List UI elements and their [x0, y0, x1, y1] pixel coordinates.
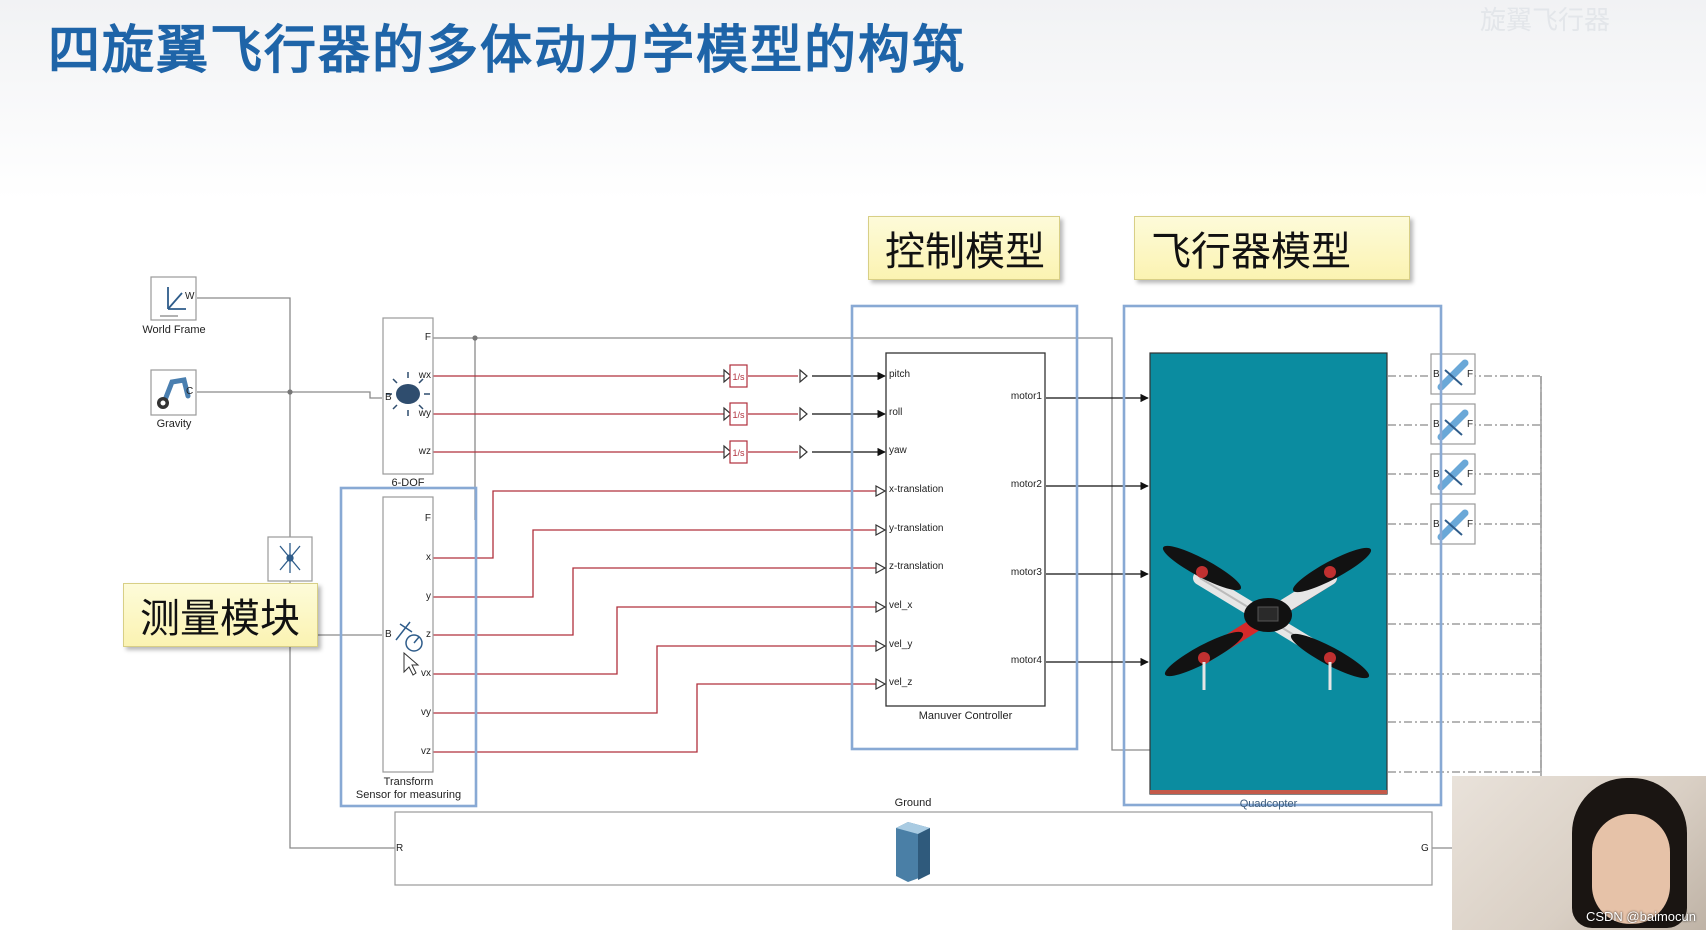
sensor-port: vy: [421, 707, 431, 718]
quadcopter-label: Quadcopter: [1239, 798, 1298, 810]
svg-text:1/s: 1/s: [732, 372, 745, 382]
quadcopter-drone-image: [1162, 545, 1372, 690]
frame-transform-icon: [279, 543, 301, 573]
world-frame-label: World Frame: [142, 324, 206, 336]
thrust-port-b: B: [1433, 469, 1440, 480]
controller-output-port: motor3: [1010, 567, 1042, 578]
thrust-port-f: F: [1467, 419, 1474, 430]
integrator-block[interactable]: 1/s: [729, 364, 748, 388]
gravity-block[interactable]: [150, 369, 197, 416]
goto-tags: [723, 368, 808, 460]
world-frame-block[interactable]: [150, 276, 197, 321]
six-dof-port: F: [424, 332, 431, 343]
integrator-block[interactable]: 1/s: [729, 440, 748, 464]
webcam-face: [1592, 814, 1670, 924]
svg-text:1/s: 1/s: [732, 448, 745, 458]
thrust-port-b: B: [1433, 419, 1440, 430]
control-model-callout: 控制模型: [868, 216, 1060, 280]
controller-input-port: yaw: [889, 445, 907, 456]
controller-input-port: vel_y: [889, 639, 913, 650]
frame-transform-block[interactable]: [267, 536, 313, 582]
measurement-module-callout: 测量模块: [123, 583, 318, 647]
aircraft-model-label: 飞行器模型: [1151, 229, 1351, 275]
six-dof-label: 6-DOF: [391, 477, 425, 489]
mouse-cursor-icon: [403, 651, 420, 676]
sensor-dial-icon: [395, 621, 423, 652]
measurement-module-label: 测量模块: [140, 596, 300, 642]
control-model-label: 控制模型: [885, 229, 1045, 275]
ground-block[interactable]: [394, 811, 1433, 886]
six-dof-port: wx: [418, 370, 431, 381]
sensor-port: y: [426, 591, 431, 602]
transform-sensor-block[interactable]: [382, 496, 434, 773]
six-dof-port: wz: [418, 446, 431, 457]
controller-input-port: pitch: [889, 369, 911, 380]
ground-block-icon: [896, 822, 930, 882]
thrust-port-b: B: [1433, 519, 1440, 530]
quadcopter-block[interactable]: [1149, 352, 1388, 795]
controller-input-port: y-translation: [889, 523, 944, 534]
six-dof-block[interactable]: [382, 317, 434, 475]
aircraft-model-callout: 飞行器模型: [1134, 216, 1410, 280]
junction-dot: [472, 335, 478, 341]
controller-input-port: roll: [889, 407, 903, 418]
thrust-block[interactable]: [1430, 353, 1476, 395]
ground-port-r: R: [396, 843, 404, 854]
controller-output-port: motor4: [1010, 655, 1042, 666]
thrust-port-f: F: [1467, 519, 1474, 530]
sensor-port: vz: [421, 746, 431, 757]
sensor-port-b: B: [385, 629, 392, 640]
rigid-body-icon: [386, 372, 430, 416]
transform-label: Transform: [383, 776, 434, 788]
robot-arm-gear-icon: [157, 377, 191, 409]
six-dof-port: wy: [418, 408, 431, 419]
sensor-signals: [433, 490, 876, 753]
sensor-highlight-box: [339, 486, 478, 808]
propeller-force-icon: [1437, 409, 1469, 441]
watermark-text: 旋翼飞行器: [1480, 5, 1611, 35]
sensor-port: F: [424, 513, 431, 524]
webcam-caption: CSDN @baimocun: [1585, 909, 1696, 924]
aircraft-highlight-box: [1122, 304, 1443, 807]
integrator-block[interactable]: 1/s: [729, 402, 748, 426]
presenter-webcam: CSDN @baimocun: [1452, 776, 1706, 930]
slide-title: 四旋翼飞行器的多体动力学模型的构筑: [48, 21, 967, 81]
thrust-block[interactable]: [1430, 453, 1476, 495]
controller-input-port: z-translation: [889, 561, 944, 572]
ground-label: Ground: [894, 797, 932, 809]
axes-icon: [160, 287, 186, 317]
propeller-force-icon: [1437, 359, 1469, 391]
manuver-controller-block[interactable]: [885, 352, 1046, 707]
svg-text:1/s: 1/s: [732, 410, 745, 420]
controller-input-port: vel_z: [889, 677, 913, 688]
propeller-force-icon: [1437, 459, 1469, 491]
rate-signals: [433, 375, 798, 453]
propeller-force-icon: [1437, 509, 1469, 541]
junction-dot: [287, 389, 293, 395]
sensor-port: x: [426, 552, 431, 563]
gravity-label: Gravity: [156, 418, 192, 430]
sensor-label: Sensor for measuring: [355, 789, 462, 801]
thrust-port-b: B: [1433, 369, 1440, 380]
sensor-port: vx: [421, 668, 431, 679]
sensor-input-arrows: [875, 484, 887, 691]
controller-output-port: motor2: [1010, 479, 1042, 490]
control-highlight-box: [850, 304, 1079, 751]
controller-input-port: vel_x: [889, 600, 913, 611]
gravity-port-c: C: [186, 386, 194, 397]
thrust-block[interactable]: [1430, 503, 1476, 545]
thrust-port-f: F: [1467, 369, 1474, 380]
controller-input-port: x-translation: [889, 484, 944, 495]
thrust-port-f: F: [1467, 469, 1474, 480]
ground-port-g: G: [1421, 843, 1429, 854]
controller-label: Manuver Controller: [918, 710, 1013, 722]
motor-signals: [1046, 393, 1149, 667]
controller-input-lines: [812, 371, 886, 457]
thrust-block[interactable]: [1430, 403, 1476, 445]
sensor-port: z: [426, 629, 431, 640]
six-dof-port-b: B: [385, 392, 392, 403]
world-port-w: W: [185, 291, 195, 302]
controller-output-port: motor1: [1010, 391, 1042, 402]
